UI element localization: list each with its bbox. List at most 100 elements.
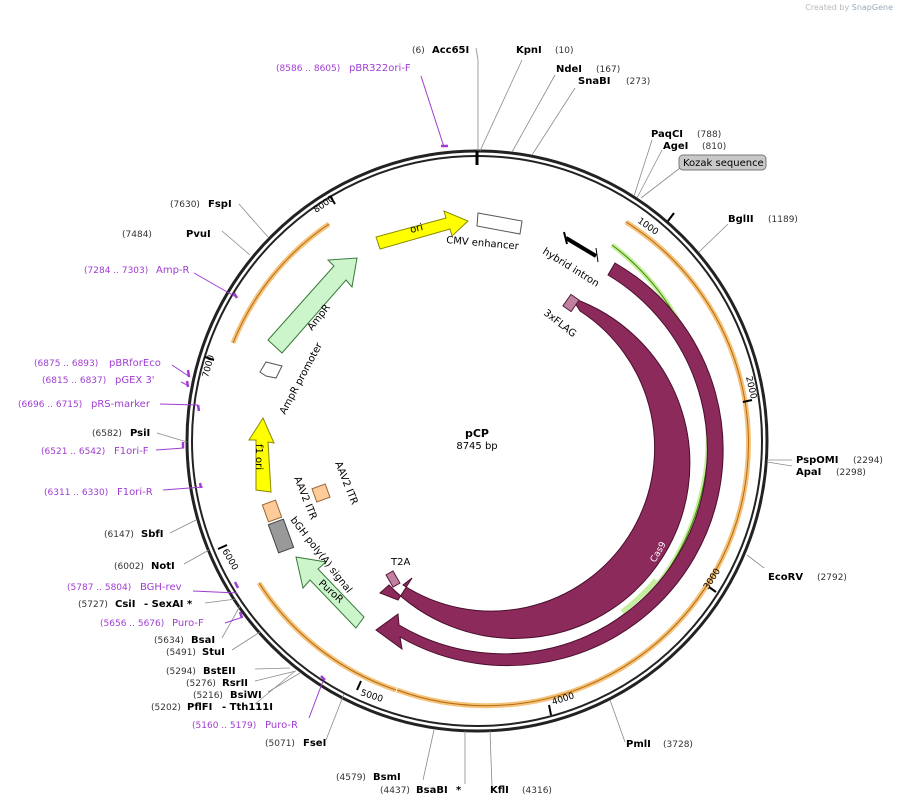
site-pos-kpni: (10) xyxy=(555,46,573,56)
primer-pos-f1ori-f: (6521 .. 6542) xyxy=(41,447,105,457)
site-pos-pspomi: (2294) xyxy=(853,456,883,466)
aav-itr-box-2 xyxy=(261,499,283,523)
site-name-ecorv: EcoRV xyxy=(768,572,803,583)
primer-name-f1ori-f: F1ori-F xyxy=(114,446,149,457)
cas9-outer-arrow xyxy=(375,262,724,667)
kozak-label: Kozak sequence xyxy=(678,154,767,171)
primer-pos-pgex3: (6815 .. 6837) xyxy=(42,376,106,386)
sites-left-labels: (5071) FseI (5202) PflFI - Tth111I (5216… xyxy=(78,199,326,749)
primer-name-puro-r: Puro-R xyxy=(265,720,298,731)
site-name-pflfi: PflFI xyxy=(187,702,212,713)
t2a-label: T2A xyxy=(390,557,410,568)
tick-3000: 3000 xyxy=(702,567,723,592)
site-pos-pmli: (3728) xyxy=(663,740,693,750)
site-name-bsiwi: BsiWI xyxy=(230,690,262,701)
site-name-kpni: KpnI xyxy=(516,45,542,56)
site-name-pvui: PvuI xyxy=(186,229,211,240)
site-name-acc65i: Acc65I xyxy=(432,45,469,56)
site-name-noti: NotI xyxy=(151,561,175,572)
site-pos-agei: (810) xyxy=(702,142,726,152)
aav-itr-label-2: AAV2 ITR xyxy=(291,475,318,522)
ampr-promoter-label: AmpR promoter xyxy=(278,340,325,416)
aav-itr-label-1: AAV2 ITR xyxy=(332,460,359,507)
primer-name-f1ori-r: F1ori-R xyxy=(117,487,153,498)
kozak-text: Kozak sequence xyxy=(683,158,764,169)
primer-leaders xyxy=(155,75,445,719)
site-name-csii: CsiI xyxy=(115,599,135,610)
site-pos-psii: (6582) xyxy=(92,429,122,439)
ampr-promoter-arrow xyxy=(259,361,283,379)
cmv-label: CMV enhancer xyxy=(446,235,520,252)
site-name-psii: PsiI xyxy=(130,428,150,439)
cmv-enhancer-box xyxy=(476,212,523,235)
site-name-snabi: SnaBI xyxy=(578,76,610,87)
ori-label: ori xyxy=(409,222,424,236)
hybrid-intron-mark xyxy=(563,231,599,263)
site-pos-bsabi: (4437) xyxy=(380,786,410,796)
primer-pos-bgh-rev: (5787 .. 5804) xyxy=(67,583,131,593)
plasmid-name: pCP xyxy=(465,427,489,440)
snapgene-watermark: Created by SnapGene xyxy=(805,3,893,12)
site-name-pspomi: PspOMI xyxy=(796,455,838,466)
site-pos-bglii: (1189) xyxy=(768,215,798,225)
site-pos-apai: (2298) xyxy=(836,468,866,478)
feature-labels: ori CMV enhancer hybrid intron 3xFLAG Ca… xyxy=(253,222,669,606)
site-pos-csii: (5727) xyxy=(78,600,108,610)
site-name-fsei: FseI xyxy=(303,738,326,749)
ori-arrow xyxy=(375,210,469,250)
site-pos-rsrii: (5276) xyxy=(186,679,216,689)
t2a-box xyxy=(385,570,401,588)
site-extra-tth111i: - Tth111I xyxy=(222,702,273,713)
primer-name-puro-f: Puro-F xyxy=(172,618,204,629)
bgh-box xyxy=(267,518,295,554)
site-leaders xyxy=(156,47,793,787)
site-name-ndei: NdeI xyxy=(556,64,582,75)
site-pos-fsei: (5071) xyxy=(265,739,295,749)
primer-name-bgh-rev: BGH-rev xyxy=(140,582,182,593)
watermark-brand: SnapGene xyxy=(851,3,893,12)
primer-pos-pbrforeco: (6875 .. 6893) xyxy=(34,359,98,369)
primer-pos-puro-r: (5160 .. 5179) xyxy=(192,721,256,731)
site-pos-snabi: (273) xyxy=(626,77,650,87)
site-name-bsteii: BstEII xyxy=(203,666,236,677)
primer-pos-amp-r: (7284 .. 7303) xyxy=(84,266,148,276)
site-pos-noti: (6002) xyxy=(114,562,144,572)
puror-arrow xyxy=(295,556,365,629)
plasmid-length: 8745 bp xyxy=(456,441,497,452)
primer-pos-f1ori-r: (6311 .. 6330) xyxy=(44,488,108,498)
site-name-bglii: BglII xyxy=(728,214,754,225)
tick-8000: 8000 xyxy=(312,194,337,215)
site-name-bsmi: BsmI xyxy=(373,772,401,783)
primer-name-pbrforeco: pBRforEco xyxy=(109,358,161,369)
site-pos-bsteii: (5294) xyxy=(166,667,196,677)
site-extra-sexai: - SexAI * xyxy=(144,599,193,610)
flag-box xyxy=(562,293,580,313)
site-pos-fspi: (7630) xyxy=(170,200,200,210)
primer-pos-pbr322ori-f: (8586 .. 8605) xyxy=(276,64,340,74)
site-pos-paqci: (788) xyxy=(697,130,721,140)
primer-name-pbr322ori-f: pBR322ori-F xyxy=(349,63,411,74)
site-name-stui: StuI xyxy=(202,647,225,658)
site-name-bsabi: BsaBI xyxy=(416,785,448,796)
primer-name-prs-marker: pRS-marker xyxy=(91,399,151,410)
flag-label: 3xFLAG xyxy=(541,308,578,340)
cas9-inner-label: Cas9 xyxy=(603,512,622,537)
size-ticks xyxy=(204,195,753,716)
primer-marks xyxy=(181,144,448,681)
site-name-kfli: KflI xyxy=(490,785,509,796)
aav-itr-box-1 xyxy=(311,483,331,503)
orange-arcs xyxy=(230,219,751,709)
f1ori-arrow xyxy=(248,416,275,493)
site-name-pmli: PmlI xyxy=(626,739,651,750)
site-pos-kfli: (4316) xyxy=(522,786,552,796)
primer-name-amp-r: Amp-R xyxy=(156,265,190,276)
site-pos-sbfi: (6147) xyxy=(104,530,134,540)
primer-pos-puro-f: (5656 .. 5676) xyxy=(100,619,164,629)
site-pos-stui: (5491) xyxy=(166,648,196,658)
site-pos-bsmi: (4579) xyxy=(336,773,366,783)
site-pos-pvui: (7484) xyxy=(122,230,152,240)
cas9-inner-arrow xyxy=(379,297,691,639)
site-pos-ndei: (167) xyxy=(596,65,620,75)
site-pos-bsai: (5634) xyxy=(154,636,184,646)
